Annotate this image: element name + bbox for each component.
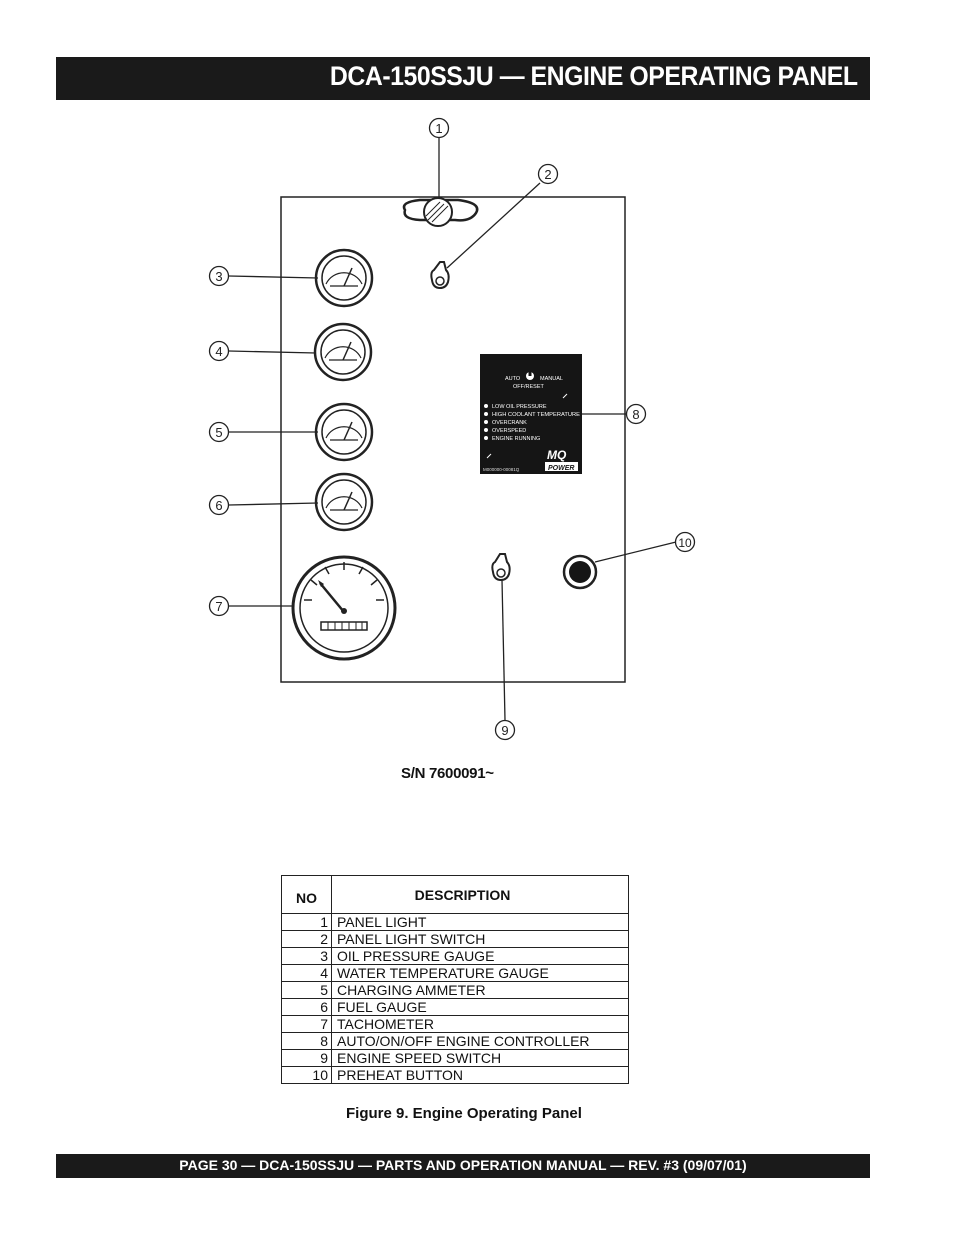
- callout-5-label: 5: [215, 425, 222, 440]
- callout-6-label: 6: [215, 498, 222, 513]
- fuel-gauge-icon: [314, 472, 374, 532]
- legend-header-no: NO: [281, 875, 332, 914]
- legend-description: OIL PRESSURE GAUGE: [331, 947, 629, 965]
- callout-5: 5: [208, 421, 230, 443]
- legend-no: 9: [281, 1049, 332, 1067]
- table-row: 10 PREHEAT BUTTON: [281, 1066, 629, 1084]
- oil-pressure-gauge-icon: [314, 248, 374, 308]
- legend-description: TACHOMETER: [331, 1015, 629, 1033]
- legend-no: 10: [281, 1066, 332, 1084]
- callout-9-label: 9: [501, 723, 508, 738]
- page-footer: PAGE 30 — DCA-150SSJU — PARTS AND OPERAT…: [56, 1154, 870, 1178]
- legend-header-description: DESCRIPTION: [331, 875, 629, 914]
- callout-2: 2: [537, 163, 559, 185]
- legend-description: PREHEAT BUTTON: [331, 1066, 629, 1084]
- legend-no: 2: [281, 930, 332, 948]
- figure-caption: Figure 9. Engine Operating Panel: [346, 1105, 582, 1122]
- callout-8-label: 8: [632, 407, 639, 422]
- callout-6: 6: [208, 494, 230, 516]
- legend-description: FUEL GAUGE: [331, 998, 629, 1016]
- engine-panel-diagram: AUTO MANUAL OFF/RESET LOW OIL PRESSURE H…: [208, 117, 696, 741]
- table-row: 9 ENGINE SPEED SWITCH: [281, 1049, 629, 1067]
- callout-9: 9: [494, 719, 516, 741]
- legend-header-row: NO DESCRIPTION: [281, 875, 629, 914]
- callout-10: 10: [674, 531, 696, 553]
- table-row: 6 FUEL GAUGE: [281, 998, 629, 1016]
- water-temperature-gauge-icon: [313, 322, 373, 382]
- table-row: 7 TACHOMETER: [281, 1015, 629, 1033]
- indicator-engine-running: ENGINE RUNNING: [492, 436, 540, 442]
- table-row: 1 PANEL LIGHT: [281, 913, 629, 931]
- legend-description: ENGINE SPEED SWITCH: [331, 1049, 629, 1067]
- legend-description: CHARGING AMMETER: [331, 981, 629, 999]
- legend-description: AUTO/ON/OFF ENGINE CONTROLLER: [331, 1032, 629, 1050]
- engine-controller: AUTO MANUAL OFF/RESET LOW OIL PRESSURE H…: [480, 354, 582, 474]
- legend-no: 7: [281, 1015, 332, 1033]
- charging-ammeter-icon: [314, 402, 374, 462]
- controller-mode-manual: MANUAL: [540, 376, 563, 382]
- callout-2-label: 2: [544, 167, 551, 182]
- callout-4-label: 4: [215, 344, 222, 359]
- legend-description: WATER TEMPERATURE GAUGE: [331, 964, 629, 982]
- callout-3-label: 3: [215, 269, 222, 284]
- legend-no: 4: [281, 964, 332, 982]
- panel-light-icon: [402, 197, 479, 227]
- controller-mode-auto: AUTO: [505, 376, 521, 382]
- controller-mode-off-reset: OFF/RESET: [513, 384, 545, 390]
- indicator-high-coolant-temperature: HIGH COOLANT TEMPERATURE: [492, 412, 580, 418]
- mq-power-logo: MQ: [547, 448, 567, 462]
- legend-description: PANEL LIGHT: [331, 913, 629, 931]
- indicator-low-oil-pressure: LOW OIL PRESSURE: [492, 404, 547, 410]
- page-header: DCA-150SSJU — ENGINE OPERATING PANEL: [56, 57, 870, 100]
- table-row: 4 WATER TEMPERATURE GAUGE: [281, 964, 629, 982]
- legend-no: 3: [281, 947, 332, 965]
- callout-7: 7: [208, 595, 230, 617]
- panel-light-switch-icon: [430, 261, 450, 290]
- engine-speed-switch-icon: [491, 553, 511, 582]
- callout-7-label: 7: [215, 599, 222, 614]
- legend-no: 1: [281, 913, 332, 931]
- preheat-button-icon: [562, 554, 598, 590]
- indicator-overcrank: OVERCRANK: [492, 420, 527, 426]
- legend-description: PANEL LIGHT SWITCH: [331, 930, 629, 948]
- callout-1-label: 1: [435, 121, 442, 136]
- callout-8: 8: [625, 403, 647, 425]
- serial-number: S/N 7600091~: [401, 765, 494, 782]
- callout-4: 4: [208, 340, 230, 362]
- controller-part-number: M000000-00081Q: [483, 467, 520, 472]
- legend-no: 6: [281, 998, 332, 1016]
- parts-legend-table: NO DESCRIPTION 1 PANEL LIGHT 2 PANEL LIG…: [281, 875, 629, 1084]
- callout-10-label: 10: [678, 536, 692, 550]
- indicator-overspeed: OVERSPEED: [492, 428, 526, 434]
- mq-power-logo-text: POWER: [548, 465, 574, 472]
- mq-power-logo-band: [545, 462, 578, 471]
- leader-lines: [228, 138, 677, 721]
- legend-no: 8: [281, 1032, 332, 1050]
- callout-3: 3: [208, 265, 230, 287]
- footer-text: PAGE 30 — DCA-150SSJU — PARTS AND OPERAT…: [179, 1157, 747, 1173]
- table-row: 5 CHARGING AMMETER: [281, 981, 629, 999]
- page-title: DCA-150SSJU — ENGINE OPERATING PANEL: [330, 61, 858, 91]
- table-row: 2 PANEL LIGHT SWITCH: [281, 930, 629, 948]
- table-row: 3 OIL PRESSURE GAUGE: [281, 947, 629, 965]
- tachometer-icon: [291, 555, 397, 661]
- legend-no: 5: [281, 981, 332, 999]
- table-row: 8 AUTO/ON/OFF ENGINE CONTROLLER: [281, 1032, 629, 1050]
- callout-1: 1: [428, 117, 450, 139]
